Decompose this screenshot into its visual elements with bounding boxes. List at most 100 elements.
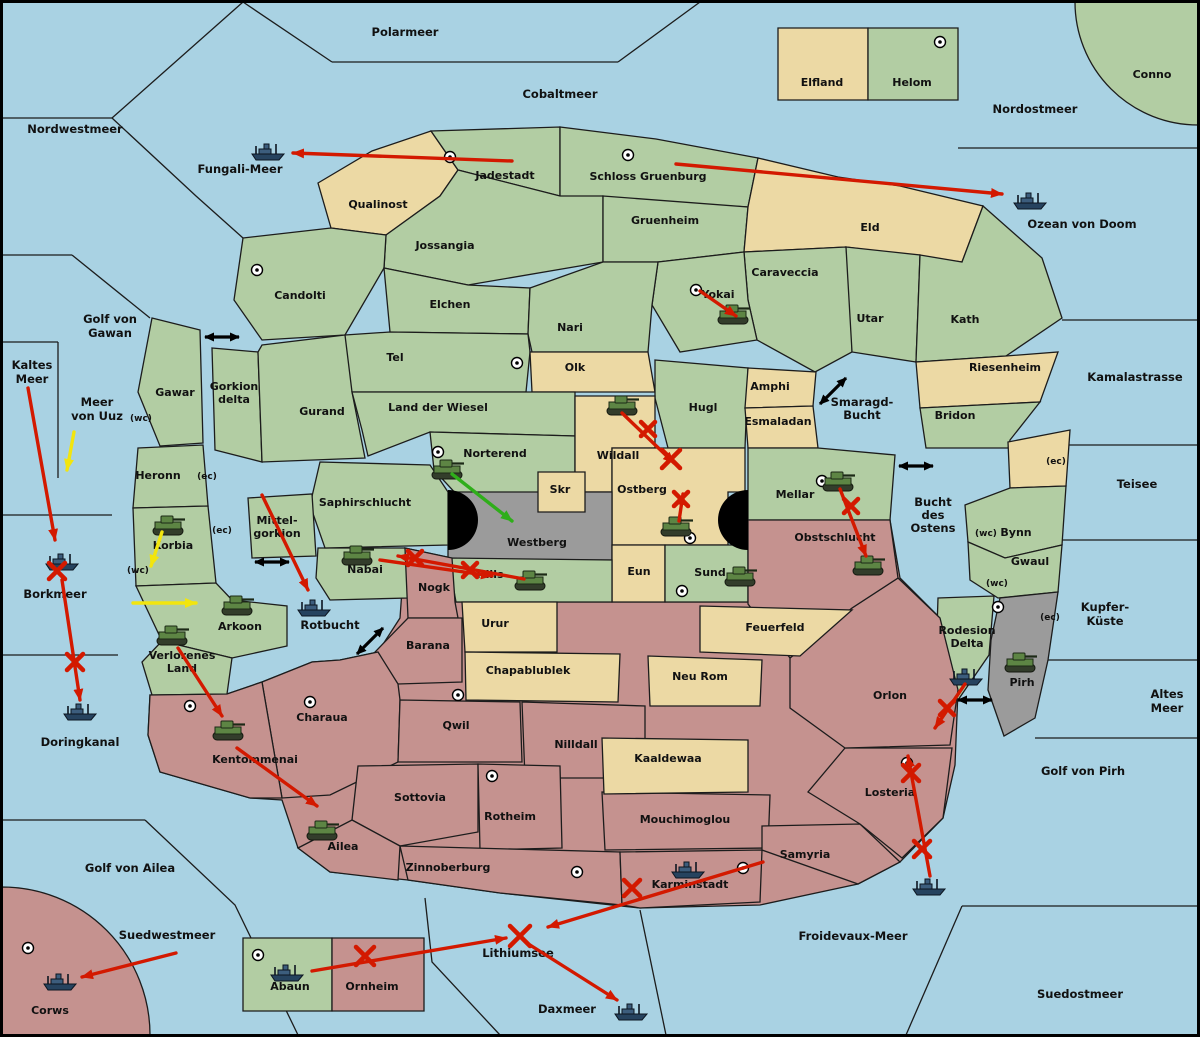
region-schloss-gruenburg[interactable] — [559, 126, 759, 208]
canal-icon — [448, 490, 478, 550]
sea-label: Borkmeer — [23, 587, 87, 601]
supply-center-icon — [21, 941, 35, 955]
region-feuerfeld[interactable] — [699, 605, 854, 657]
sea-label: Teisee — [1117, 477, 1158, 491]
fleet-ship-icon[interactable] — [43, 973, 78, 991]
coast-tag: (ec) — [1040, 613, 1060, 623]
region-chapablublek[interactable] — [464, 651, 621, 703]
region-samyria[interactable] — [761, 823, 902, 885]
region-corws[interactable] — [1, 886, 151, 1036]
region-label: Caraveccia — [751, 266, 818, 279]
region-gurand[interactable] — [257, 334, 366, 463]
region-neu-rom[interactable] — [647, 655, 763, 707]
region-label: Esmaladan — [744, 415, 811, 428]
sea-label: von Uuz — [71, 409, 123, 423]
region-sottovia[interactable] — [351, 763, 479, 847]
region-label: Bridon — [935, 409, 976, 422]
order-arrow — [60, 578, 84, 702]
region-qwil[interactable] — [397, 699, 523, 763]
fleet-ship-icon[interactable] — [671, 861, 706, 879]
fleet-ship-icon[interactable] — [63, 703, 98, 721]
region-tel[interactable] — [339, 331, 531, 393]
army-tank-icon[interactable] — [852, 555, 885, 576]
region-label: Elchen — [430, 298, 471, 311]
region-kaaldewaa[interactable] — [601, 737, 749, 795]
army-tank-icon[interactable] — [606, 395, 639, 416]
army-tank-icon[interactable] — [212, 720, 245, 741]
army-tank-icon[interactable] — [431, 459, 464, 480]
region-riesenheim[interactable] — [915, 351, 1059, 409]
army-tank-icon[interactable] — [156, 625, 189, 646]
sea-label: Meer — [1151, 701, 1184, 715]
region-label: Barana — [406, 639, 450, 652]
region-label: Amphi — [750, 380, 789, 393]
supply-center-icon — [485, 769, 499, 783]
army-tank-icon[interactable] — [341, 545, 374, 566]
canal-icon — [718, 490, 748, 550]
sea-border — [111, 1, 244, 119]
fleet-ship-icon[interactable] — [297, 599, 332, 617]
fleet-ship-icon[interactable] — [270, 964, 305, 982]
region-label: Land der Wiesel — [388, 401, 488, 414]
region-gawar[interactable] — [137, 317, 204, 447]
region-yokai[interactable] — [651, 251, 758, 353]
region-label: Ornheim — [345, 980, 398, 993]
supply-center-icon — [933, 35, 947, 49]
region-label: Ostberg — [617, 483, 667, 496]
region-olk[interactable] — [529, 351, 656, 393]
region-conno[interactable] — [1074, 1, 1199, 126]
army-tank-icon[interactable] — [1004, 652, 1037, 673]
bounce-cross-icon — [621, 877, 643, 899]
region-label: Obstschlucht — [794, 531, 875, 544]
fleet-ship-icon[interactable] — [614, 1003, 649, 1021]
army-tank-icon[interactable] — [822, 471, 855, 492]
region-utar[interactable] — [845, 246, 921, 363]
sea-border — [71, 254, 151, 319]
bounce-cross-icon — [460, 560, 480, 580]
region-label: Orlon — [873, 689, 907, 702]
sea-label: Golf von — [83, 312, 137, 326]
region-label: Gorkion — [210, 380, 259, 393]
region-gruenheim[interactable] — [602, 195, 749, 263]
region-label: Candolti — [274, 289, 326, 302]
region-mittel-gorkion[interactable] — [247, 493, 317, 559]
fleet-ship-icon[interactable] — [1013, 192, 1048, 210]
sea-label: Fungali-Meer — [197, 162, 282, 176]
sea-label: Froidevaux-Meer — [798, 929, 907, 943]
sea-label: Ostens — [911, 521, 956, 535]
bounce-cross-icon — [46, 560, 68, 582]
army-tank-icon[interactable] — [514, 570, 547, 591]
region-urur[interactable] — [461, 601, 558, 653]
region-label: Sottovia — [394, 791, 446, 804]
sea-border — [639, 909, 667, 1036]
army-tank-icon[interactable] — [724, 566, 757, 587]
fleet-ship-icon[interactable] — [912, 878, 947, 896]
region-elfland[interactable] — [777, 27, 869, 101]
supply-center-icon — [431, 445, 445, 459]
region-label: Schloss Gruenburg — [589, 170, 706, 183]
region-label: Chapablublek — [486, 664, 571, 677]
fleet-ship-icon[interactable] — [251, 143, 286, 161]
region-zinnoberburg[interactable] — [399, 845, 623, 906]
region-label: Kath — [950, 313, 979, 326]
region-label: Utar — [856, 312, 884, 325]
region-nari[interactable] — [527, 261, 659, 353]
region-label: Wildall — [597, 449, 640, 462]
region-skr[interactable] — [537, 471, 586, 513]
order-arrow — [80, 951, 178, 980]
sea-label: Golf von Pirh — [1041, 764, 1125, 778]
army-tank-icon[interactable] — [306, 820, 339, 841]
sea-label: Kupfer- — [1081, 600, 1130, 614]
region-label: Hugl — [689, 401, 718, 414]
region-label: Mouchimoglou — [640, 813, 731, 826]
region-rotheim[interactable] — [477, 763, 563, 851]
region-label: Losteria — [865, 786, 915, 799]
region-candolti[interactable] — [233, 227, 387, 341]
fleet-ship-icon[interactable] — [949, 668, 984, 686]
coast-tag: (wc) — [127, 566, 149, 576]
bounce-cross-icon — [507, 923, 533, 949]
region-label: Gruenheim — [631, 214, 699, 227]
army-tank-icon[interactable] — [221, 595, 254, 616]
region-ornheim[interactable] — [331, 937, 425, 1012]
